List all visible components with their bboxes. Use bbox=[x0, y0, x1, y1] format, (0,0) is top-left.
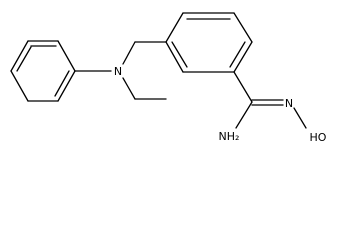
bond-n-oh bbox=[293, 107, 307, 129]
double-bond-inner bbox=[171, 41, 188, 68]
bond bbox=[10, 70, 29, 102]
bond bbox=[10, 40, 29, 72]
hydroxyl-label: HO bbox=[310, 131, 327, 144]
bond bbox=[165, 12, 184, 43]
double-bond-inner bbox=[229, 41, 246, 68]
chemical-structure: N NH₂ N HO bbox=[10, 12, 327, 144]
bond bbox=[233, 12, 253, 43]
bond bbox=[57, 40, 76, 72]
bond bbox=[165, 41, 184, 73]
bond bbox=[57, 70, 76, 102]
amine-label: NH₂ bbox=[219, 130, 240, 143]
bond-n-ethyl bbox=[122, 77, 136, 100]
bond-ring-amidine bbox=[233, 71, 253, 103]
bond-n-ch2 bbox=[122, 41, 136, 65]
bond-c-nh2 bbox=[235, 101, 253, 129]
imine-nitrogen-label: N bbox=[285, 97, 293, 110]
double-bond-inner bbox=[54, 70, 70, 97]
phenyl-ring bbox=[10, 40, 76, 102]
double-bond-inner bbox=[16, 46, 32, 72]
bond bbox=[233, 41, 253, 73]
benzene-ring bbox=[165, 12, 253, 73]
nitrogen-atom-label: N bbox=[114, 65, 122, 78]
